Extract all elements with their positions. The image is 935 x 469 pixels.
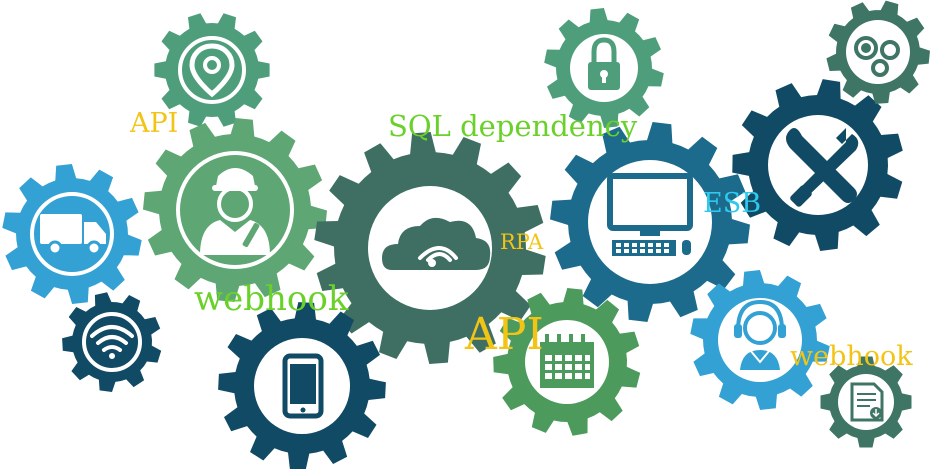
headset-agent-icon [734, 299, 786, 370]
label-sql-dependency: SQL dependency [388, 109, 638, 143]
gear-wifi [62, 292, 162, 392]
gear-calendar [493, 288, 641, 436]
gear-document [820, 356, 912, 448]
cogs-icon [854, 36, 900, 77]
gear-wifi-hub [82, 312, 142, 372]
gear-truck-hub [30, 192, 114, 276]
gear-tools [732, 79, 903, 251]
label-webhook-left: webhook [194, 279, 349, 319]
gear-cloud-wifi [314, 132, 546, 364]
gear-lock [544, 8, 664, 128]
gear-settings-hub [846, 20, 910, 84]
gear-support [690, 270, 830, 410]
calendar-icon [540, 334, 594, 388]
label-esb: ESB [703, 188, 762, 219]
desktop-computer-icon [607, 173, 693, 256]
label-webhook-right: webhook [790, 341, 913, 372]
padlock-icon [588, 37, 620, 90]
gear-technician [143, 118, 327, 302]
cloud-wifi-icon [382, 217, 491, 270]
gear-wifi-body [62, 292, 162, 392]
gear-technician-body [143, 118, 327, 302]
gear-truck [2, 164, 142, 304]
wrench-screwdriver-icon [786, 128, 859, 207]
smartphone-icon [282, 353, 324, 419]
document-download-icon [850, 382, 884, 422]
truck-icon [40, 214, 106, 256]
gear-location-hub [178, 36, 246, 104]
gear-phone [218, 302, 386, 469]
gear-computer [550, 122, 750, 322]
gear-document-hub [838, 374, 894, 430]
technician-icon [200, 168, 270, 255]
gear-technician-hub [176, 151, 294, 269]
location-pin-icon [189, 43, 235, 98]
gear-settings [826, 0, 930, 104]
label-api-center: API [465, 309, 544, 360]
label-rpa: RPA [500, 230, 544, 254]
gear-location [154, 13, 270, 127]
wifi-icon [90, 325, 134, 359]
label-api-top: API [130, 108, 179, 139]
